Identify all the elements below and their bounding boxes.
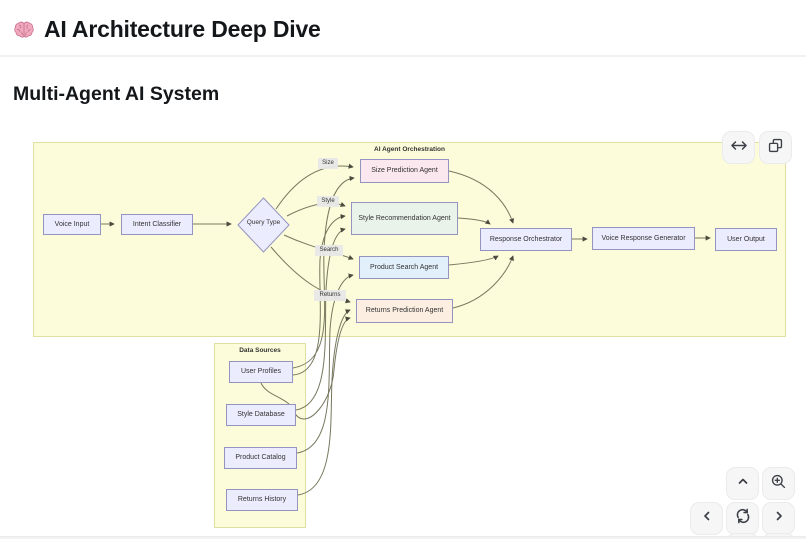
node-style-database: Style Database [226,404,296,426]
zoom-in-button[interactable] [762,467,795,500]
pan-right-button[interactable] [762,502,795,535]
fit-width-button[interactable] [722,131,755,164]
header-divider [0,55,806,57]
subgraph-title: Data Sources [239,347,281,354]
node-voice-input: Voice Input [43,214,101,235]
node-response-orchestrator: Response Orchestrator [480,228,572,251]
reset-view-icon [734,507,752,530]
page-title: AI Architecture Deep Dive [44,16,321,42]
edge-label-returns: Returns [314,290,346,301]
node-voice-response-generator: Voice Response Generator [592,227,695,250]
node-user-output: User Output [715,228,777,251]
edge-label-style: Style [317,196,339,207]
pan-left-button[interactable] [690,502,723,535]
bottom-page-edge [0,536,806,539]
pan-up-button[interactable] [726,467,759,500]
node-query-type: Query Type [246,219,281,226]
pan-up-icon [736,474,750,493]
node-style-recommendation-agent: Style Recommendation Agent [351,202,458,235]
edge-label-size: Size [318,158,338,169]
subgraph-title: AI Agent Orchestration [374,146,445,153]
pan-right-icon [772,509,786,528]
node-returns-history: Returns History [226,489,298,511]
mermaid-diagram-canvas[interactable]: AI Agent Orchestration Data Sources [0,120,806,539]
node-intent-classifier: Intent Classifier [121,214,193,235]
pan-left-icon [700,509,714,528]
fit-width-icon [729,138,749,158]
node-user-profiles: User Profiles [229,361,293,383]
copy-icon [767,137,784,159]
node-size-prediction-agent: Size Prediction Agent [360,159,449,183]
brain-icon [13,19,35,41]
edge-label-search: Search [315,245,343,256]
zoom-in-icon [770,473,787,495]
node-product-catalog: Product Catalog [224,447,297,469]
reset-view-button[interactable] [726,502,759,535]
section-heading: Multi-Agent AI System [13,83,220,105]
node-returns-prediction-agent: Returns Prediction Agent [356,299,453,323]
node-product-search-agent: Product Search Agent [359,256,449,279]
page-title-row: AI Architecture Deep Dive [13,16,321,43]
copy-button[interactable] [759,131,792,164]
